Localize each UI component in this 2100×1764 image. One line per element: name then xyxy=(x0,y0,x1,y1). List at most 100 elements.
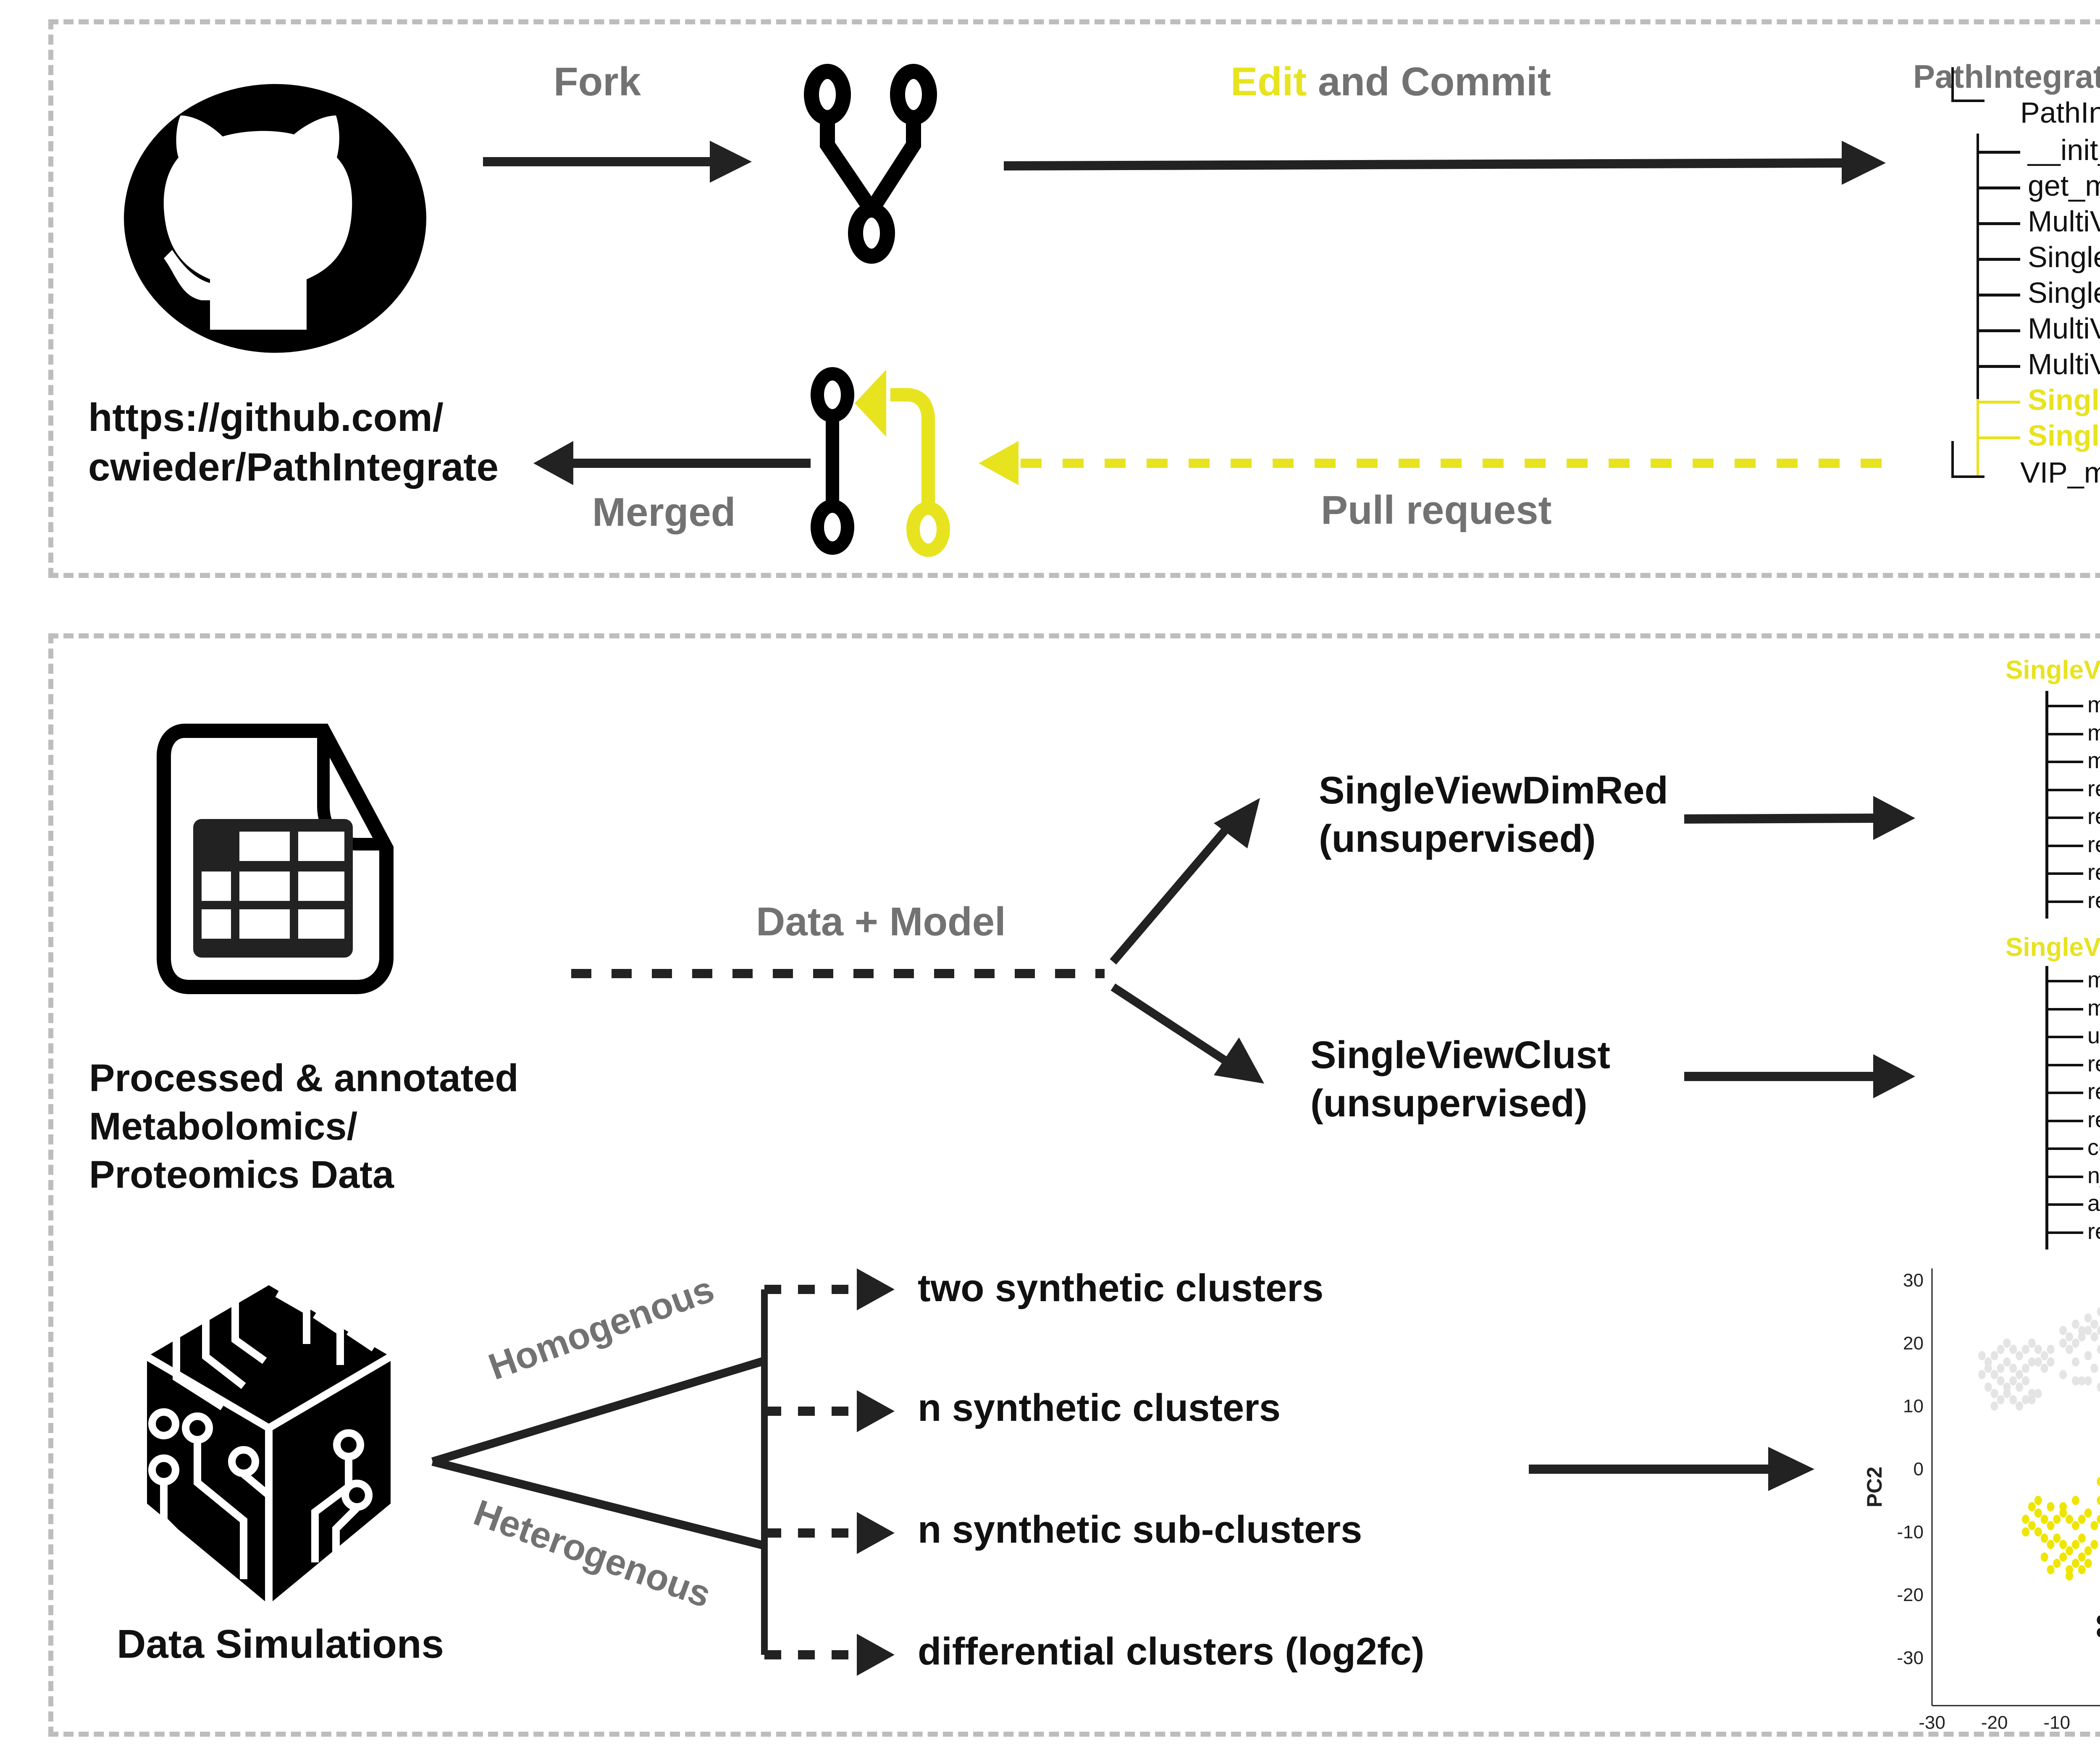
scatter-point xyxy=(2071,1357,2079,1367)
scatter-point xyxy=(2078,1533,2086,1543)
data-source-label: Processed & annotated Metabolomics/ Prot… xyxy=(89,1054,519,1199)
tree-item[interactable]: MultiViewGridSearchCV xyxy=(1978,346,2100,382)
simulation-output-item[interactable]: n synthetic clusters xyxy=(918,1386,1281,1429)
scatter-point xyxy=(2059,1370,2067,1379)
param-item[interactable]: model xyxy=(2045,966,2100,994)
y-tick-label: 20 xyxy=(1903,1333,1924,1354)
data-source-line2: Metabolomics/ xyxy=(89,1105,358,1148)
param-item[interactable]: use_pca xyxy=(2045,1022,2100,1050)
dimred-output-arrow xyxy=(1684,796,1915,840)
tree-item[interactable]: get_multi_omics_coverage xyxy=(1978,168,2100,204)
scatter-point xyxy=(2040,1351,2048,1360)
github-logo-icon xyxy=(124,84,426,353)
scatter-point xyxy=(1984,1382,1992,1392)
param-item[interactable]: return_pca_plot xyxy=(2045,775,2100,803)
scatter-point xyxy=(2084,1559,2092,1568)
pull-request-arrow xyxy=(979,441,1882,485)
fork-arrow xyxy=(483,141,752,183)
param-item[interactable]: model_params xyxy=(2045,719,2100,747)
param-item[interactable]: return_metrics_table xyxy=(2045,1218,2100,1246)
tree-trunk xyxy=(2045,966,2048,1250)
tree-item[interactable]: SingleViewDimRed xyxy=(1978,418,2100,454)
param-item[interactable]: metadata_continuous xyxy=(2045,747,2100,775)
tree-item[interactable]: SingleViewGridSearchCV xyxy=(1978,275,2100,311)
param-item[interactable]: auto_n_clusters xyxy=(2045,1189,2100,1218)
scatter-point xyxy=(2084,1376,2092,1386)
scatter-point xyxy=(1978,1351,1986,1360)
scatter-point xyxy=(2097,1326,2100,1335)
tree-branch xyxy=(1978,329,2020,333)
scatter-arrow xyxy=(1529,1447,1814,1491)
scatter-point xyxy=(1997,1344,2005,1354)
scatter-point xyxy=(2028,1502,2036,1512)
scatter-point xyxy=(2047,1540,2055,1549)
scatter-point xyxy=(2090,1363,2098,1373)
tree-item[interactable]: MultiViewCV xyxy=(1978,311,2100,346)
repo-url-line2: cwieder/PathIntegrate xyxy=(88,445,499,489)
scatter-point xyxy=(2059,1338,2067,1348)
scatter-point xyxy=(2022,1515,2029,1524)
clust-model-label[interactable]: SingleViewClust (unsupervised) xyxy=(1310,1031,1610,1128)
tree-item[interactable]: SingleViewClust xyxy=(1978,382,2100,418)
tree-branch xyxy=(1978,222,2020,226)
scatter-point xyxy=(2066,1332,2074,1341)
param-item[interactable]: model_params xyxy=(2045,994,2100,1022)
scatter-point xyxy=(2028,1338,2036,1348)
simulation-output-item[interactable]: two synthetic clusters xyxy=(918,1267,1324,1310)
tree-item[interactable]: __init__ xyxy=(1978,132,2100,168)
clust-model-type: (unsupervised) xyxy=(1310,1082,1588,1125)
merged-arrow xyxy=(533,441,811,485)
scatter-point xyxy=(2034,1527,2042,1537)
dimred-model-label[interactable]: SingleViewDimRed (unsupervised) xyxy=(1319,766,1668,863)
param-item[interactable]: return_loadings_plot xyxy=(2045,831,2100,859)
scatter-point xyxy=(2009,1344,2017,1354)
data-model-label: Data + Model xyxy=(756,899,1006,944)
tree-trunk xyxy=(2045,691,2048,919)
param-item[interactable]: return_ground_truth xyxy=(2045,1050,2100,1078)
scatter-point xyxy=(2016,1351,2024,1360)
param-item[interactable]: return_plot xyxy=(2045,1106,2100,1134)
param-item[interactable]: return_tsne_density_plot xyxy=(2045,887,2100,915)
scatter-point xyxy=(2009,1363,2017,1373)
tree-module[interactable]: PathIntegrate xyxy=(2020,96,2100,129)
scatter-point xyxy=(2066,1546,2074,1556)
merged-label: Merged xyxy=(592,490,736,535)
scatter-point xyxy=(2071,1319,2079,1329)
param-item[interactable]: return_comparison_plot xyxy=(2045,1078,2100,1106)
scatter-point xyxy=(2084,1546,2092,1556)
scatter-point xyxy=(2028,1395,2036,1404)
scatter-point xyxy=(2071,1376,2079,1386)
scatter-point xyxy=(2034,1344,2042,1354)
tree-item[interactable]: MultiView xyxy=(1978,204,2100,239)
tree-branch xyxy=(1978,294,2020,297)
param-item[interactable]: n_runs xyxy=(2045,1162,2100,1190)
param-item[interactable]: return_tsne_plot xyxy=(2045,858,2100,887)
scatter-point xyxy=(2097,1477,2100,1486)
repo-url[interactable]: https://github.com/ cwieder/PathIntegrat… xyxy=(88,393,499,492)
tree-item-label: MultiView xyxy=(2028,205,2100,238)
scatter-point xyxy=(2022,1376,2029,1386)
scatter-point xyxy=(2097,1382,2100,1392)
dimred-model-name: SingleViewDimRed xyxy=(1319,769,1668,812)
repo-url-line1: https://github.com/ xyxy=(88,395,444,439)
data-model-connector xyxy=(571,798,1264,1084)
scatter-point xyxy=(2071,1559,2079,1568)
scatter-point xyxy=(2040,1552,2048,1562)
param-item[interactable]: consensus_clustering xyxy=(2045,1134,2100,1162)
simulation-output-item[interactable]: n synthetic sub-clusters xyxy=(918,1508,1362,1551)
tree-sibling[interactable]: VIP_multiBlock xyxy=(2020,456,2100,489)
scatter-point xyxy=(2003,1338,2011,1348)
scatter-point xyxy=(2090,1332,2098,1341)
tree-item[interactable]: SingleView xyxy=(1978,239,2100,275)
tree-item-label: SingleView xyxy=(2028,241,2100,273)
scatter-point xyxy=(1997,1363,2005,1373)
scatter-point xyxy=(2009,1395,2017,1404)
spreadsheet-file-icon xyxy=(157,724,394,994)
scatter-point xyxy=(1990,1389,1998,1398)
tree-item-label: get_multi_omics_coverage xyxy=(2028,169,2100,202)
analysis-panel xyxy=(48,633,2100,1737)
param-item[interactable]: model xyxy=(2045,691,2100,719)
param-item[interactable]: return_biplot xyxy=(2045,803,2100,831)
simulation-output-item[interactable]: differential clusters (log2fc) xyxy=(918,1630,1425,1673)
scatter-point xyxy=(2009,1376,2017,1386)
